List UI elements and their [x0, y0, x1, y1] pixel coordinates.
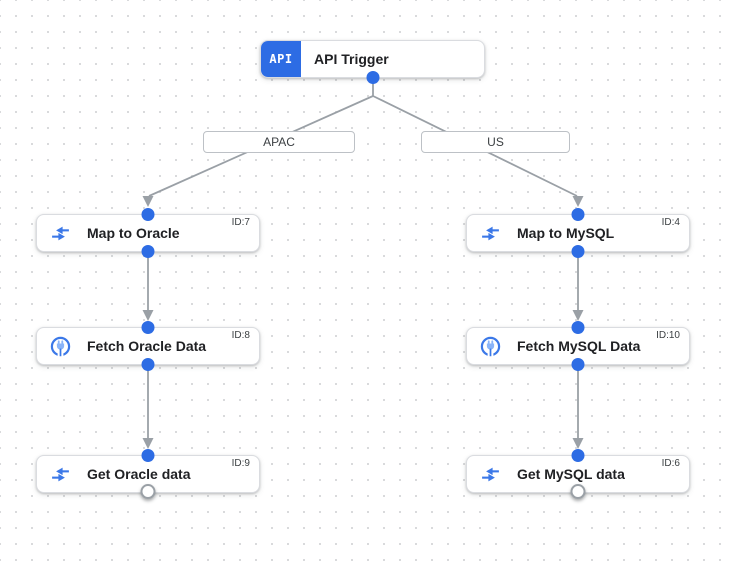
input-port[interactable]: [141, 449, 155, 462]
node-api-trigger[interactable]: API API Trigger: [260, 40, 485, 84]
node-fetch-oracle-data[interactable]: Fetch Oracle Data ID:8: [36, 321, 260, 371]
data-mapping-icon: [482, 467, 499, 481]
edge-map-mysql-to-fetch: [572, 252, 584, 321]
input-port[interactable]: [571, 449, 585, 462]
output-port[interactable]: [141, 358, 155, 371]
branch-label-text: US: [487, 135, 504, 149]
branch-label-apac[interactable]: APAC: [203, 131, 355, 153]
node-fetch-mysql-data[interactable]: Fetch MySQL Data ID:10: [466, 321, 690, 371]
output-port[interactable]: [571, 245, 585, 258]
branch-label-us[interactable]: US: [421, 131, 570, 153]
node-title: API Trigger: [314, 51, 389, 67]
edge-fetch-mysql-to-get: [572, 365, 584, 449]
node-get-mysql-data[interactable]: Get MySQL data ID:6: [466, 449, 690, 499]
node-title: Get MySQL data: [517, 466, 625, 482]
node-map-to-oracle[interactable]: Map to Oracle ID:7: [36, 208, 260, 258]
node-title: Get Oracle data: [87, 466, 191, 482]
node-id-badge: ID:9: [231, 458, 250, 469]
connector-icon: [480, 336, 501, 357]
output-port[interactable]: [571, 358, 585, 371]
data-mapping-icon: [52, 226, 69, 240]
data-mapping-icon: [482, 226, 499, 240]
node-id-badge: ID:8: [231, 330, 250, 341]
node-get-oracle-data[interactable]: Get Oracle data ID:9: [36, 449, 260, 499]
data-mapping-icon: [52, 467, 69, 481]
input-port[interactable]: [571, 321, 585, 334]
node-id-badge: ID:4: [661, 217, 680, 228]
branch-label-text: APAC: [263, 135, 295, 149]
input-port[interactable]: [141, 321, 155, 334]
edge-map-oracle-to-fetch: [142, 252, 154, 321]
input-port[interactable]: [571, 208, 585, 221]
end-port[interactable]: [140, 484, 156, 499]
node-title: Map to Oracle: [87, 225, 180, 241]
node-id-badge: ID:6: [661, 458, 680, 469]
output-port[interactable]: [366, 71, 379, 84]
edge-fetch-oracle-to-get: [142, 365, 154, 449]
end-port[interactable]: [570, 484, 586, 499]
input-port[interactable]: [141, 208, 155, 221]
api-trigger-icon: API: [261, 41, 301, 77]
node-title: Fetch MySQL Data: [517, 338, 641, 354]
connector-icon: [50, 336, 71, 357]
node-id-badge: ID:10: [656, 330, 680, 341]
node-id-badge: ID:7: [231, 217, 250, 228]
node-title: Map to MySQL: [517, 225, 615, 241]
output-port[interactable]: [141, 245, 155, 258]
node-map-to-mysql[interactable]: Map to MySQL ID:4: [466, 208, 690, 258]
node-title: Fetch Oracle Data: [87, 338, 207, 354]
